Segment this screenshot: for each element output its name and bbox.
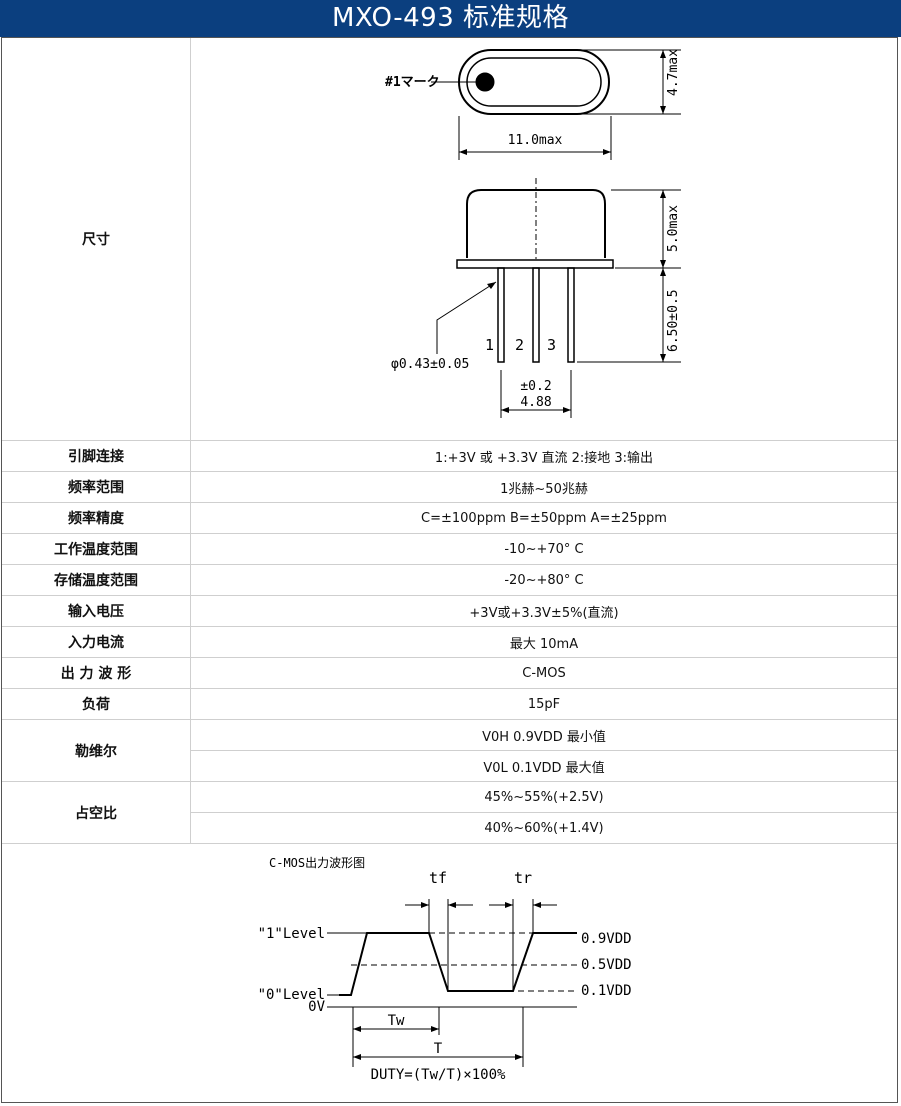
spec-value: 1:+3V 或 +3.3V 直流 2:接地 3:输出: [190, 440, 898, 472]
spec-value: +3V或+3.3V±5%(直流): [190, 595, 898, 627]
spec-row: 频率精度 C=±100ppm B=±50ppm A=±25ppm: [1, 502, 898, 534]
tw-label: Tw: [388, 1013, 405, 1029]
pitch-label: 4.88: [520, 395, 551, 410]
duty-row: 占空比 45%~55%(+2.5V): [1, 781, 898, 844]
top-height-label: 4.7max: [666, 49, 681, 96]
dimension-label: 尺寸: [1, 37, 191, 441]
arrow-icon: [660, 190, 666, 198]
arrow-icon: [660, 354, 666, 362]
page-frame: [1, 37, 898, 1103]
arrow-icon: [431, 1026, 439, 1032]
tr-label: tr: [514, 869, 532, 887]
arrow-icon: [487, 282, 496, 289]
t-label: T: [434, 1041, 443, 1057]
pin-diameter-label: φ0.43±0.05: [391, 357, 469, 372]
duty-value-b: 40%~60%(+1.4V): [190, 812, 898, 844]
spec-value: 15pF: [190, 688, 898, 720]
arrow-icon: [660, 50, 666, 58]
spec-label: 入力电流: [1, 626, 191, 658]
crystal-side-body: [466, 189, 606, 258]
spec-row: 存储温度范围 -20~+80° C: [1, 564, 898, 596]
spec-label: 频率精度: [1, 502, 191, 534]
dimension-row: 尺寸: [1, 37, 898, 441]
level0-label: "0"Level: [258, 987, 325, 1003]
arrow-icon: [660, 260, 666, 268]
arrow-icon: [421, 902, 429, 908]
logic-level-high: V0H 0.9VDD 最小值: [190, 719, 898, 751]
arrow-icon: [603, 149, 611, 155]
arrow-icon: [501, 407, 509, 413]
pin-number-3: 3: [547, 336, 556, 354]
page-title: MXO-493 标准规格: [0, 0, 901, 37]
arrow-icon: [353, 1054, 361, 1060]
spec-row: 输入电压 +3V或+3.3V±5%(直流): [1, 595, 898, 627]
duty-value-a: 45%~55%(+2.5V): [190, 781, 898, 813]
arrow-icon: [505, 902, 513, 908]
arrow-icon: [515, 1054, 523, 1060]
pin1-mark-label: #1マーク: [385, 75, 440, 90]
pin-2: [532, 267, 540, 363]
arrow-icon: [448, 902, 456, 908]
spec-value: C=±100ppm B=±50ppm A=±25ppm: [190, 502, 898, 534]
lead-length-label: 6.50±0.5: [666, 289, 681, 352]
pin-number-1: 1: [485, 336, 494, 354]
pin-1: [497, 267, 505, 363]
arrow-icon: [660, 268, 666, 276]
level-09-label: 0.9VDD: [581, 931, 632, 947]
level-05-label: 0.5VDD: [581, 957, 632, 973]
waveform-trace: [339, 932, 577, 996]
arrow-icon: [660, 106, 666, 114]
arrow-icon: [353, 1026, 361, 1032]
arrow-icon: [563, 407, 571, 413]
top-width-label: 11.0max: [508, 133, 563, 148]
dimension-drawing: #1マーク 4.7max 11.0max 5.0max 6.50±0.5 φ0.…: [385, 49, 681, 418]
spec-row: 引脚连接 1:+3V 或 +3.3V 直流 2:接地 3:输出: [1, 440, 898, 472]
dimension-diagram-cell: #1マーク 4.7max 11.0max 5.0max 6.50±0.5 φ0.…: [190, 37, 898, 441]
duty-formula: DUTY=(Tw/T)×100%: [371, 1067, 506, 1083]
pitch-tolerance-label: ±0.2: [520, 379, 551, 394]
spec-row: 负荷 15pF: [1, 688, 898, 720]
arrow-icon: [533, 902, 541, 908]
spec-label: 负荷: [1, 688, 191, 720]
spec-row: 频率范围 1兆赫~50兆赫: [1, 471, 898, 503]
duty-row: 40%~60%(+1.4V): [2, 812, 898, 844]
level-01-label: 0.1VDD: [581, 983, 632, 999]
spec-label: 频率范围: [1, 471, 191, 503]
spec-row: 工作温度范围 -10~+70° C: [1, 533, 898, 565]
arrow-icon: [459, 149, 467, 155]
zero-volt-label: 0V: [308, 999, 325, 1015]
body-height-label: 5.0max: [666, 205, 681, 252]
logic-level-row: 勒维尔 V0H 0.9VDD 最小值: [1, 719, 898, 782]
waveform-title: C-MOS出力波形图: [269, 856, 365, 870]
pin-3: [567, 267, 575, 363]
diameter-leader: [436, 281, 497, 354]
tf-label: tf: [429, 869, 447, 887]
level1-label: "1"Level: [258, 926, 325, 942]
logic-level-label: 勒维尔: [1, 719, 191, 782]
cmos-waveform-diagram: C-MOS出力波形图 tf tr "1"Level "0"Level 0V 0.…: [258, 856, 632, 1083]
duty-label: 占空比: [1, 781, 191, 844]
spec-label: 输入电压: [1, 595, 191, 627]
pin-number-2: 2: [515, 336, 524, 354]
spec-value: 1兆赫~50兆赫: [190, 471, 898, 503]
spec-label: 引脚连接: [1, 440, 191, 472]
spec-table: 尺寸: [1, 37, 898, 844]
